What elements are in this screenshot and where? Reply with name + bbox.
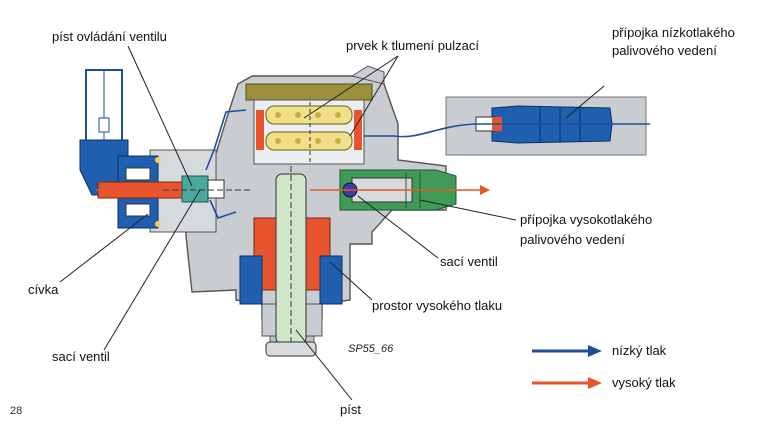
pump-piston: [239, 166, 343, 357]
low-pressure-flow: [205, 109, 650, 219]
label-high-pressure-space: prostor vysokého tlaku: [372, 298, 503, 313]
legend-low-pressure-label: nízký tlak: [612, 343, 667, 358]
label-high-pressure-conn-1: přípojka vysokotlakého: [520, 212, 653, 227]
label-high-pressure-conn-2: palivového vedení: [520, 232, 625, 247]
page-number: 28: [10, 405, 23, 417]
leader-lines: [59, 45, 605, 401]
legend-low-arrow: [532, 345, 602, 357]
label-piston: píst: [340, 402, 361, 417]
high-pressure-flow: [96, 185, 490, 195]
legend-high-pressure-label: vysoký tlak: [612, 375, 676, 390]
label-intake-valve-left: sací ventil: [52, 349, 110, 364]
pulsation-damper: [245, 83, 373, 165]
label-pulsation-damper: prvek k tlumení pulzací: [346, 38, 479, 53]
label-coil: cívka: [28, 282, 59, 297]
label-low-pressure-conn-1: přípojka nízkotlakého: [612, 25, 735, 40]
label-intake-valve-right: sací ventil: [440, 254, 498, 269]
label-low-pressure-conn-2: palivového vedení: [612, 43, 717, 58]
low-pressure-inlet-connector: [79, 69, 129, 196]
low-pressure-connection: [445, 96, 647, 156]
figure-code: SP55_66: [348, 343, 394, 355]
label-valve-piston: píst ovládání ventilu: [52, 29, 167, 44]
legend-high-arrow: [532, 377, 602, 389]
